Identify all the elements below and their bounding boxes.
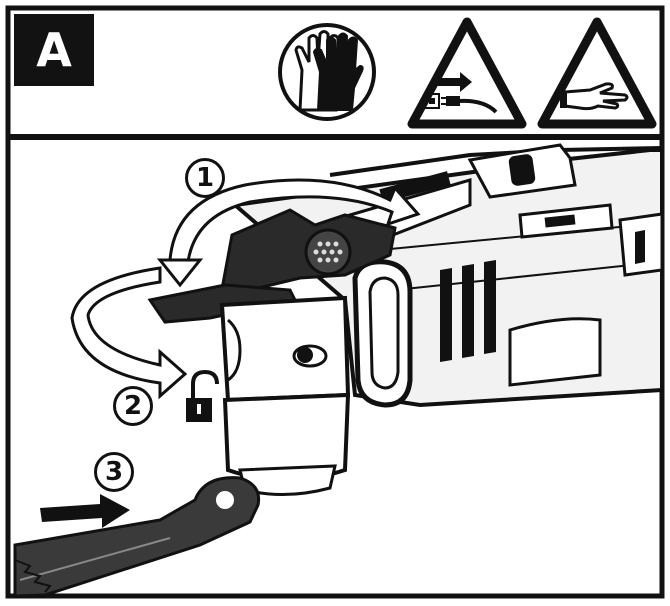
gloves-icon bbox=[278, 23, 376, 121]
unplug-warning-icon bbox=[407, 17, 527, 129]
tool-head bbox=[219, 295, 351, 496]
insert-arrow bbox=[40, 494, 130, 528]
hand-hazard-warning-icon bbox=[537, 17, 657, 129]
step-number-2: 2 bbox=[113, 386, 153, 426]
panel-label: A bbox=[14, 14, 94, 86]
turn-arrow bbox=[70, 266, 188, 400]
step-number-3: 3 bbox=[94, 452, 134, 492]
unlock-icon bbox=[186, 369, 219, 422]
blade bbox=[13, 476, 261, 598]
step-number-1: 1 bbox=[185, 158, 225, 198]
